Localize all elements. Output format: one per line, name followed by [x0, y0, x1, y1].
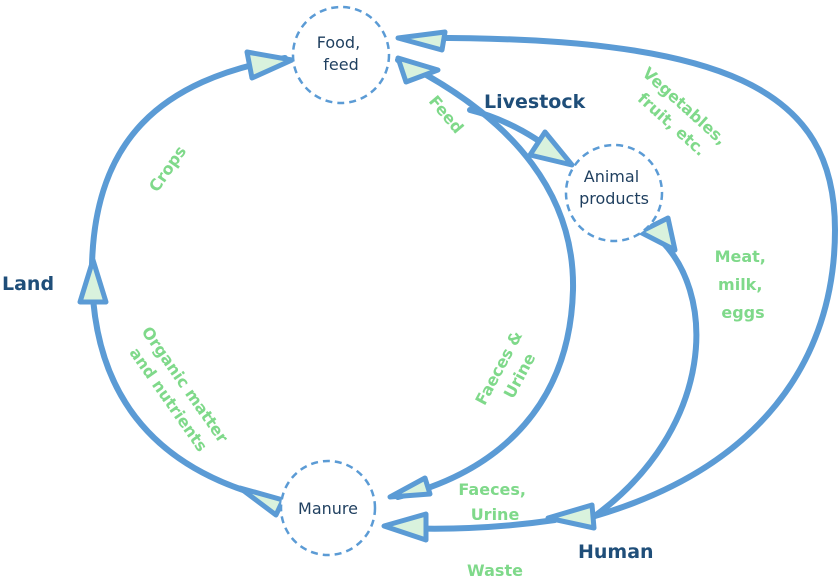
organic-arrowhead [237, 485, 286, 518]
meat-flow-path [589, 232, 700, 521]
region-human: Human [578, 541, 654, 563]
node-animal-products: Animal products [564, 143, 664, 243]
node-food-feed-label: Food, feed [317, 33, 366, 74]
node-manure-label: Manure [298, 499, 358, 518]
region-land: Land [2, 273, 54, 295]
crops-arrowhead [244, 49, 295, 81]
node-animal-products-label: Animal products [579, 167, 649, 208]
flow-faeces-human: Faeces, Urine [458, 480, 531, 524]
livestock-loop-path [395, 57, 577, 500]
waste-arrowhead [381, 511, 429, 543]
flow-meat: Meat, milk, eggs [715, 247, 772, 322]
faeces-livestock-arrowhead [387, 475, 433, 500]
vegetables-flow-path [402, 34, 839, 521]
feed-to-food-arrowhead [395, 55, 441, 85]
node-manure: Manure [279, 459, 377, 557]
flow-organic: Organic matter and nutrients [120, 323, 235, 463]
flow-crops: Crops [145, 142, 190, 195]
land-arrowhead [77, 257, 109, 305]
veg-to-food-arrowhead [395, 29, 448, 53]
flow-waste: Waste [467, 561, 523, 580]
meat-arrowhead [637, 215, 678, 253]
node-food-feed: Food, feed [291, 5, 391, 105]
feed-to-animal-arrowhead [527, 129, 575, 168]
region-livestock: Livestock [484, 91, 586, 113]
human-arrowhead [545, 502, 597, 531]
